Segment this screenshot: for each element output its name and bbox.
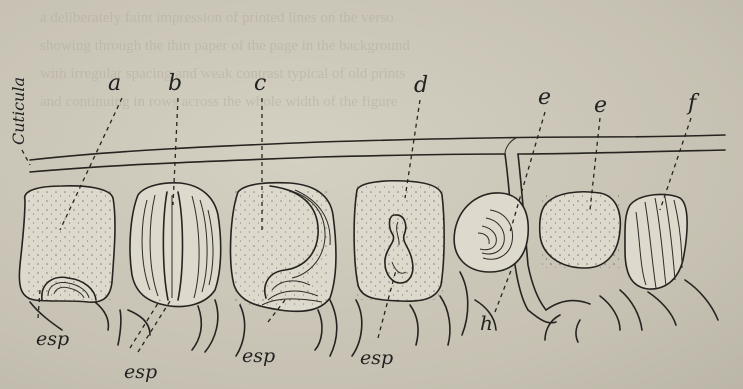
label-c: c [254, 71, 266, 96]
label-b: b [168, 71, 182, 96]
svg-text:and continuing in rows across: and continuing in rows across the whole … [40, 94, 398, 110]
cuticle-label: Cuticula [9, 77, 28, 145]
svg-text:with irregular spacing and wea: with irregular spacing and weak contrast… [40, 66, 405, 82]
label-d: d [414, 73, 428, 98]
cell-b [130, 183, 221, 307]
cell-d [354, 181, 444, 301]
label-a: a [108, 71, 121, 96]
svg-text:showing through the thin paper: showing through the thin paper of the pa… [40, 38, 410, 54]
cell-e-left [454, 193, 528, 272]
background-bleed-text: a deliberately faint impression of print… [40, 10, 410, 110]
cell-f [625, 194, 687, 289]
label-h: h [480, 311, 493, 335]
label-esp-3: esp [242, 345, 275, 367]
cuticle-leader [22, 150, 30, 165]
label-e-right: e [594, 93, 607, 118]
label-e-left: e [538, 85, 551, 110]
label-esp-1: esp [36, 328, 69, 350]
cuticle-layer [30, 135, 725, 172]
label-esp-4: esp [360, 347, 393, 369]
svg-text:a deliberately faint impressio: a deliberately faint impression of print… [40, 10, 394, 26]
cell-c [231, 183, 337, 312]
cell-a [19, 186, 115, 302]
cell-e-right [540, 192, 621, 268]
label-esp-2: esp [124, 361, 157, 383]
label-f: f [686, 91, 700, 116]
